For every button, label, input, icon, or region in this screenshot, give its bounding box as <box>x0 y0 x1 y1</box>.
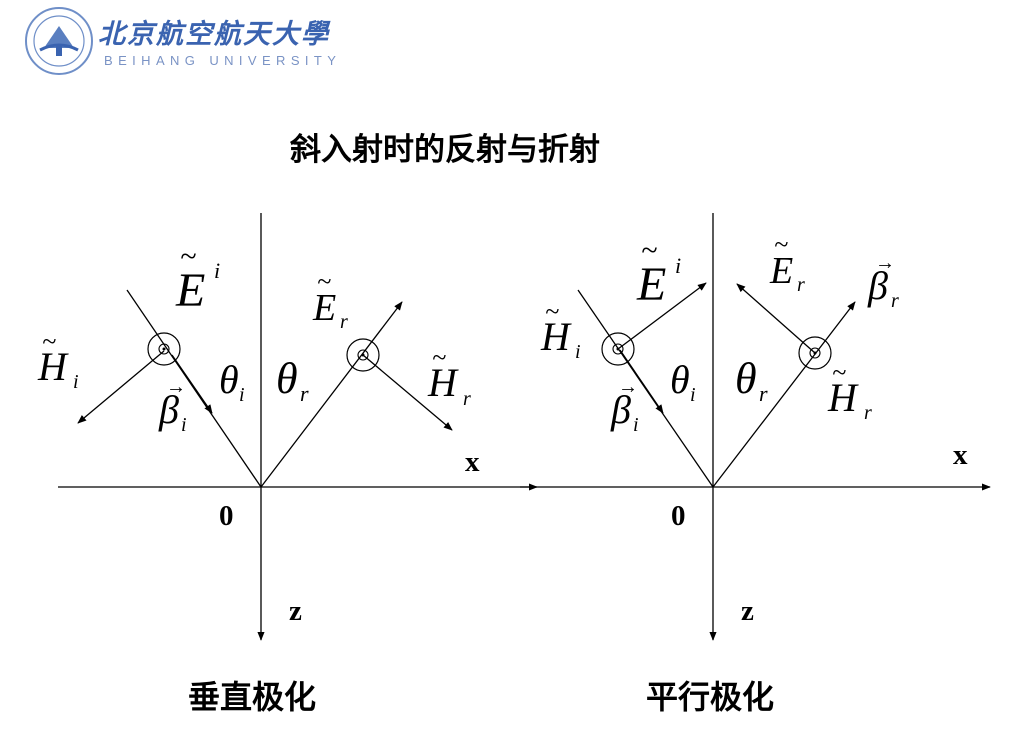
svg-text:r: r <box>891 290 899 312</box>
svg-text:i: i <box>690 384 696 406</box>
slide-title: 斜入射时的反射与折射 <box>290 132 600 168</box>
svg-text:θ: θ <box>219 357 239 402</box>
svg-text:i: i <box>675 253 681 278</box>
beta-i-arrow-left <box>171 354 213 414</box>
svg-text:E: E <box>636 258 666 311</box>
origin-label-right: 0 <box>671 500 686 532</box>
svg-text:β: β <box>610 387 631 432</box>
axis-x-label-left: x <box>465 446 480 478</box>
svg-text:~: ~ <box>180 240 196 273</box>
svg-text:H: H <box>427 360 459 405</box>
label-e-r-left: E ~ r <box>312 267 348 333</box>
svg-text:→: → <box>618 376 638 398</box>
svg-text:β: β <box>158 387 179 432</box>
label-theta-i-left: θ i <box>219 357 245 406</box>
svg-text:β: β <box>867 263 888 308</box>
label-theta-r-left: θ r <box>276 354 309 406</box>
university-name-en: BEIHANG UNIVERSITY <box>104 53 342 68</box>
svg-text:r: r <box>797 274 805 296</box>
label-e-r-right: E ~ r <box>769 230 805 296</box>
axis-x-label-right: x <box>953 439 968 471</box>
svg-text:~: ~ <box>317 267 331 296</box>
h-i-out-of-page-icon <box>601 332 635 366</box>
caption-parallel: 平行极化 <box>646 678 775 716</box>
svg-text:i: i <box>181 414 187 436</box>
svg-text:r: r <box>463 388 471 410</box>
label-beta-i-left: β → i <box>158 376 187 436</box>
svg-text:r: r <box>300 381 309 406</box>
svg-text:r: r <box>340 311 348 333</box>
reflected-ray-right <box>712 301 856 488</box>
svg-text:→: → <box>166 376 186 398</box>
svg-text:r: r <box>759 381 768 406</box>
h-i-arrow-left <box>77 350 165 424</box>
svg-text:θ: θ <box>735 354 757 403</box>
svg-text:θ: θ <box>276 354 298 403</box>
origin-label-left: 0 <box>219 500 234 532</box>
diagram-perpendicular: E ~ i H ~ i β → i θ i θ r E ~ r H ~ <box>37 213 538 641</box>
university-header: 北京航空航天大學 BEIHANG UNIVERSITY <box>24 6 364 76</box>
svg-text:r: r <box>864 402 872 424</box>
svg-text:H: H <box>37 344 69 389</box>
svg-text:θ: θ <box>670 357 690 402</box>
svg-text:~: ~ <box>832 358 846 387</box>
svg-text:E: E <box>769 250 793 292</box>
diagram-parallel: E ~ i H ~ i β → i θ i θ r E ~ r β → <box>520 213 991 641</box>
svg-text:E: E <box>175 264 205 317</box>
label-theta-r-right: θ r <box>735 354 768 406</box>
university-name-cn: 北京航空航天大學 <box>98 19 330 50</box>
label-h-r-right: H ~ r <box>827 358 872 424</box>
label-theta-i-right: θ i <box>670 357 696 406</box>
svg-text:i: i <box>73 371 79 393</box>
incident-ray-left <box>126 289 262 488</box>
beihang-seal-icon <box>25 7 93 75</box>
svg-text:~: ~ <box>641 234 657 267</box>
caption-perpendicular: 垂直极化 <box>188 678 317 716</box>
svg-text:i: i <box>575 341 581 363</box>
svg-text:~: ~ <box>432 343 446 372</box>
label-beta-i-right: β → i <box>610 376 639 436</box>
svg-text:→: → <box>875 252 895 274</box>
label-h-i-right: H ~ i <box>540 297 581 363</box>
svg-text:~: ~ <box>42 327 56 356</box>
svg-text:i: i <box>214 258 220 283</box>
svg-text:i: i <box>239 384 245 406</box>
label-beta-r-right: β → r <box>867 252 899 312</box>
h-r-out-of-page-icon <box>798 336 832 370</box>
svg-text:H: H <box>540 314 572 359</box>
svg-text:E: E <box>312 287 336 329</box>
e-r-out-of-page-icon <box>346 338 380 372</box>
label-e-i-right: E ~ i <box>636 234 681 311</box>
axis-z-label-right: z <box>741 595 754 627</box>
axis-z-label-left: z <box>289 595 302 627</box>
svg-text:H: H <box>827 375 859 420</box>
label-h-i-left: H ~ i <box>37 327 79 393</box>
beta-i-arrow-right <box>619 349 664 414</box>
label-h-r-left: H ~ r <box>427 343 471 410</box>
svg-text:i: i <box>633 414 639 436</box>
e-r-arrow-right <box>736 283 816 354</box>
e-i-arrow-right <box>617 282 707 350</box>
svg-text:~: ~ <box>774 230 788 259</box>
label-e-i-left: E ~ i <box>175 240 220 317</box>
reflected-ray-left <box>260 301 403 488</box>
svg-text:~: ~ <box>545 297 559 326</box>
e-i-out-of-page-icon <box>147 332 181 366</box>
h-r-arrow-left <box>362 354 453 431</box>
